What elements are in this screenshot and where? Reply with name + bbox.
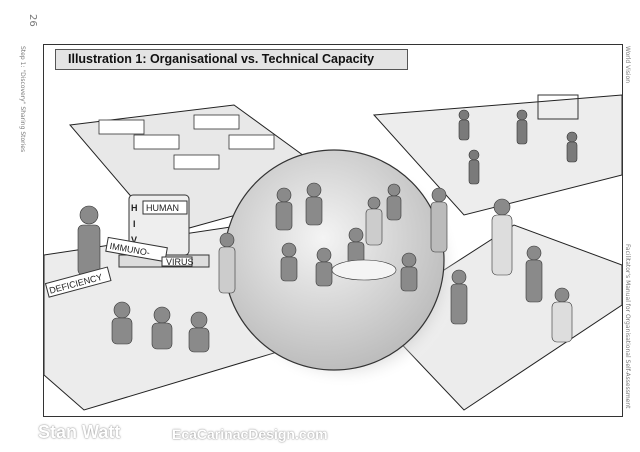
sign-h: H xyxy=(131,203,138,213)
sign-immuno-box xyxy=(105,236,168,263)
sign-virus: VIRUS xyxy=(166,257,194,267)
illustration-title: Illustration 1: Organisational vs. Techn… xyxy=(55,49,408,70)
meeting-people xyxy=(275,182,448,292)
football-goal xyxy=(537,94,579,120)
hospital-beds xyxy=(98,114,275,170)
sign-i: I xyxy=(133,219,136,229)
children-group xyxy=(450,198,573,343)
classroom-people xyxy=(77,205,236,353)
football-players xyxy=(458,109,578,185)
floor-children xyxy=(373,224,622,411)
running-head-step: Step 1: "Discovery" Sharing Stories xyxy=(19,46,26,153)
sign-human: HUMAN xyxy=(146,203,179,213)
running-head-manual: Facilitator's Manual for Organisational … xyxy=(624,244,631,409)
illustration-artwork: H I V HUMAN IMMUNO- DEFICIENCY VIRUS xyxy=(44,94,622,411)
running-head-publisher: World Vision xyxy=(624,46,631,84)
sign-deficiency-box xyxy=(44,266,112,298)
sign-human-box xyxy=(142,200,188,215)
website-watermark: EcaCarinacDesign.com xyxy=(172,426,328,442)
artist-watermark: Stan Watt xyxy=(38,422,121,442)
page-number: 26 xyxy=(27,14,38,27)
floor-football xyxy=(372,94,622,216)
sign-virus-box xyxy=(161,256,193,267)
sign-v: V xyxy=(131,235,137,245)
